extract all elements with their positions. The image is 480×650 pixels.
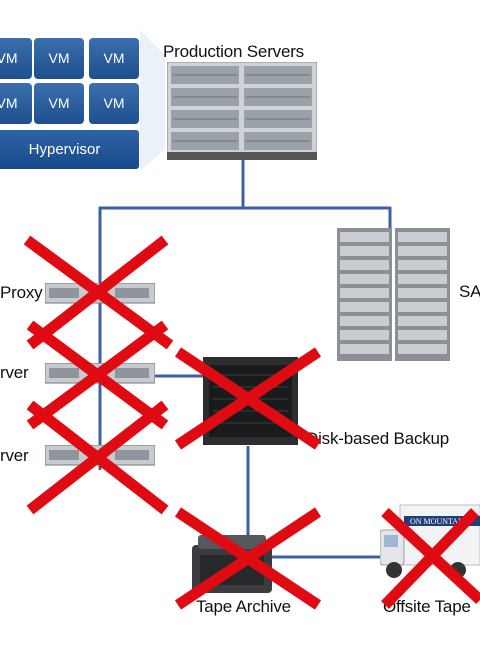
server-label-1: rver	[0, 363, 29, 382]
offsite-tape-label: Offsite Tape	[383, 597, 471, 616]
vm-tile: VM	[89, 83, 139, 124]
proxy-label: Proxy	[0, 283, 43, 302]
server-label-2: rver	[0, 446, 29, 465]
cross-mark	[174, 507, 322, 610]
san-label: SA	[459, 282, 480, 301]
cross-mark	[26, 320, 169, 430]
production-servers-icon	[167, 62, 317, 160]
vm-tile: VM	[0, 38, 32, 79]
cross-mark	[381, 508, 479, 609]
disk-backup-label: Disk-based Backup	[306, 429, 450, 448]
san-storage-icon	[337, 228, 450, 361]
production-servers-label: Production Servers	[163, 42, 304, 61]
tape-archive-label: Tape Archive	[196, 597, 291, 616]
hypervisor-bar: Hypervisor	[0, 130, 139, 169]
cross-mark	[174, 347, 322, 450]
truck-brand-text: ON MOUNTAIN	[410, 517, 467, 526]
cross-mark	[26, 400, 169, 515]
cross-mark	[26, 235, 169, 350]
vm-tile: VM	[89, 38, 139, 79]
vm-tile: VM	[34, 83, 84, 124]
vm-tile: VM	[34, 38, 84, 79]
vm-tile: VM	[0, 83, 32, 124]
